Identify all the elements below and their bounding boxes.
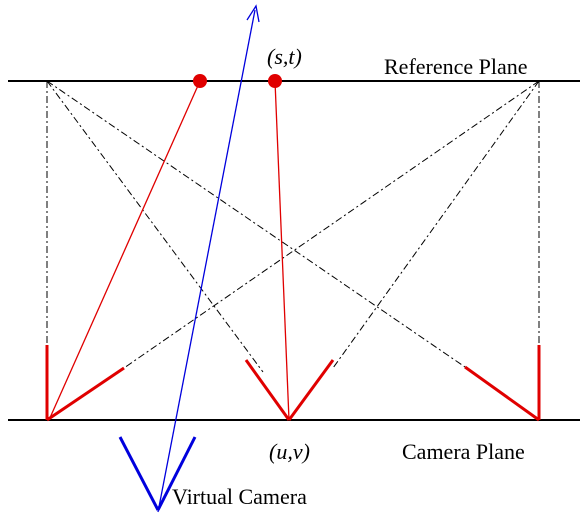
virtual-ray xyxy=(157,4,260,513)
camera-right-diagonal-edge xyxy=(464,365,540,422)
uv-label: (u,v) xyxy=(269,439,310,464)
camera-right xyxy=(464,345,541,422)
camera-left xyxy=(45,345,125,422)
projection-line xyxy=(123,80,540,369)
reference-plane-label: Reference Plane xyxy=(384,54,528,79)
st-label: (s,t) xyxy=(267,44,302,69)
ray-line xyxy=(274,80,290,421)
camera-middle-right-edge xyxy=(287,359,335,421)
sample-point-st-dot-icon xyxy=(268,74,282,88)
projection-line xyxy=(46,80,466,368)
virtual-camera-label: Virtual Camera xyxy=(172,484,307,509)
virtual-camera-right-edge xyxy=(156,436,197,511)
virtual-ray-line xyxy=(157,9,256,513)
virtual-camera-icon xyxy=(118,436,197,511)
sample-rays xyxy=(48,80,290,421)
virtual-camera-left-edge xyxy=(118,436,160,511)
sample-point-left-dot-icon xyxy=(193,74,207,88)
camera-middle xyxy=(244,359,335,421)
projection-lines xyxy=(46,80,540,373)
arrow-head-icon xyxy=(246,4,260,23)
camera-plane-label: Camera Plane xyxy=(402,439,525,464)
ray-line xyxy=(48,80,201,421)
projection-line xyxy=(46,80,264,373)
camera-left-diagonal-edge xyxy=(46,366,125,422)
projection-line xyxy=(332,80,540,369)
camera-middle-left-edge xyxy=(244,359,291,421)
